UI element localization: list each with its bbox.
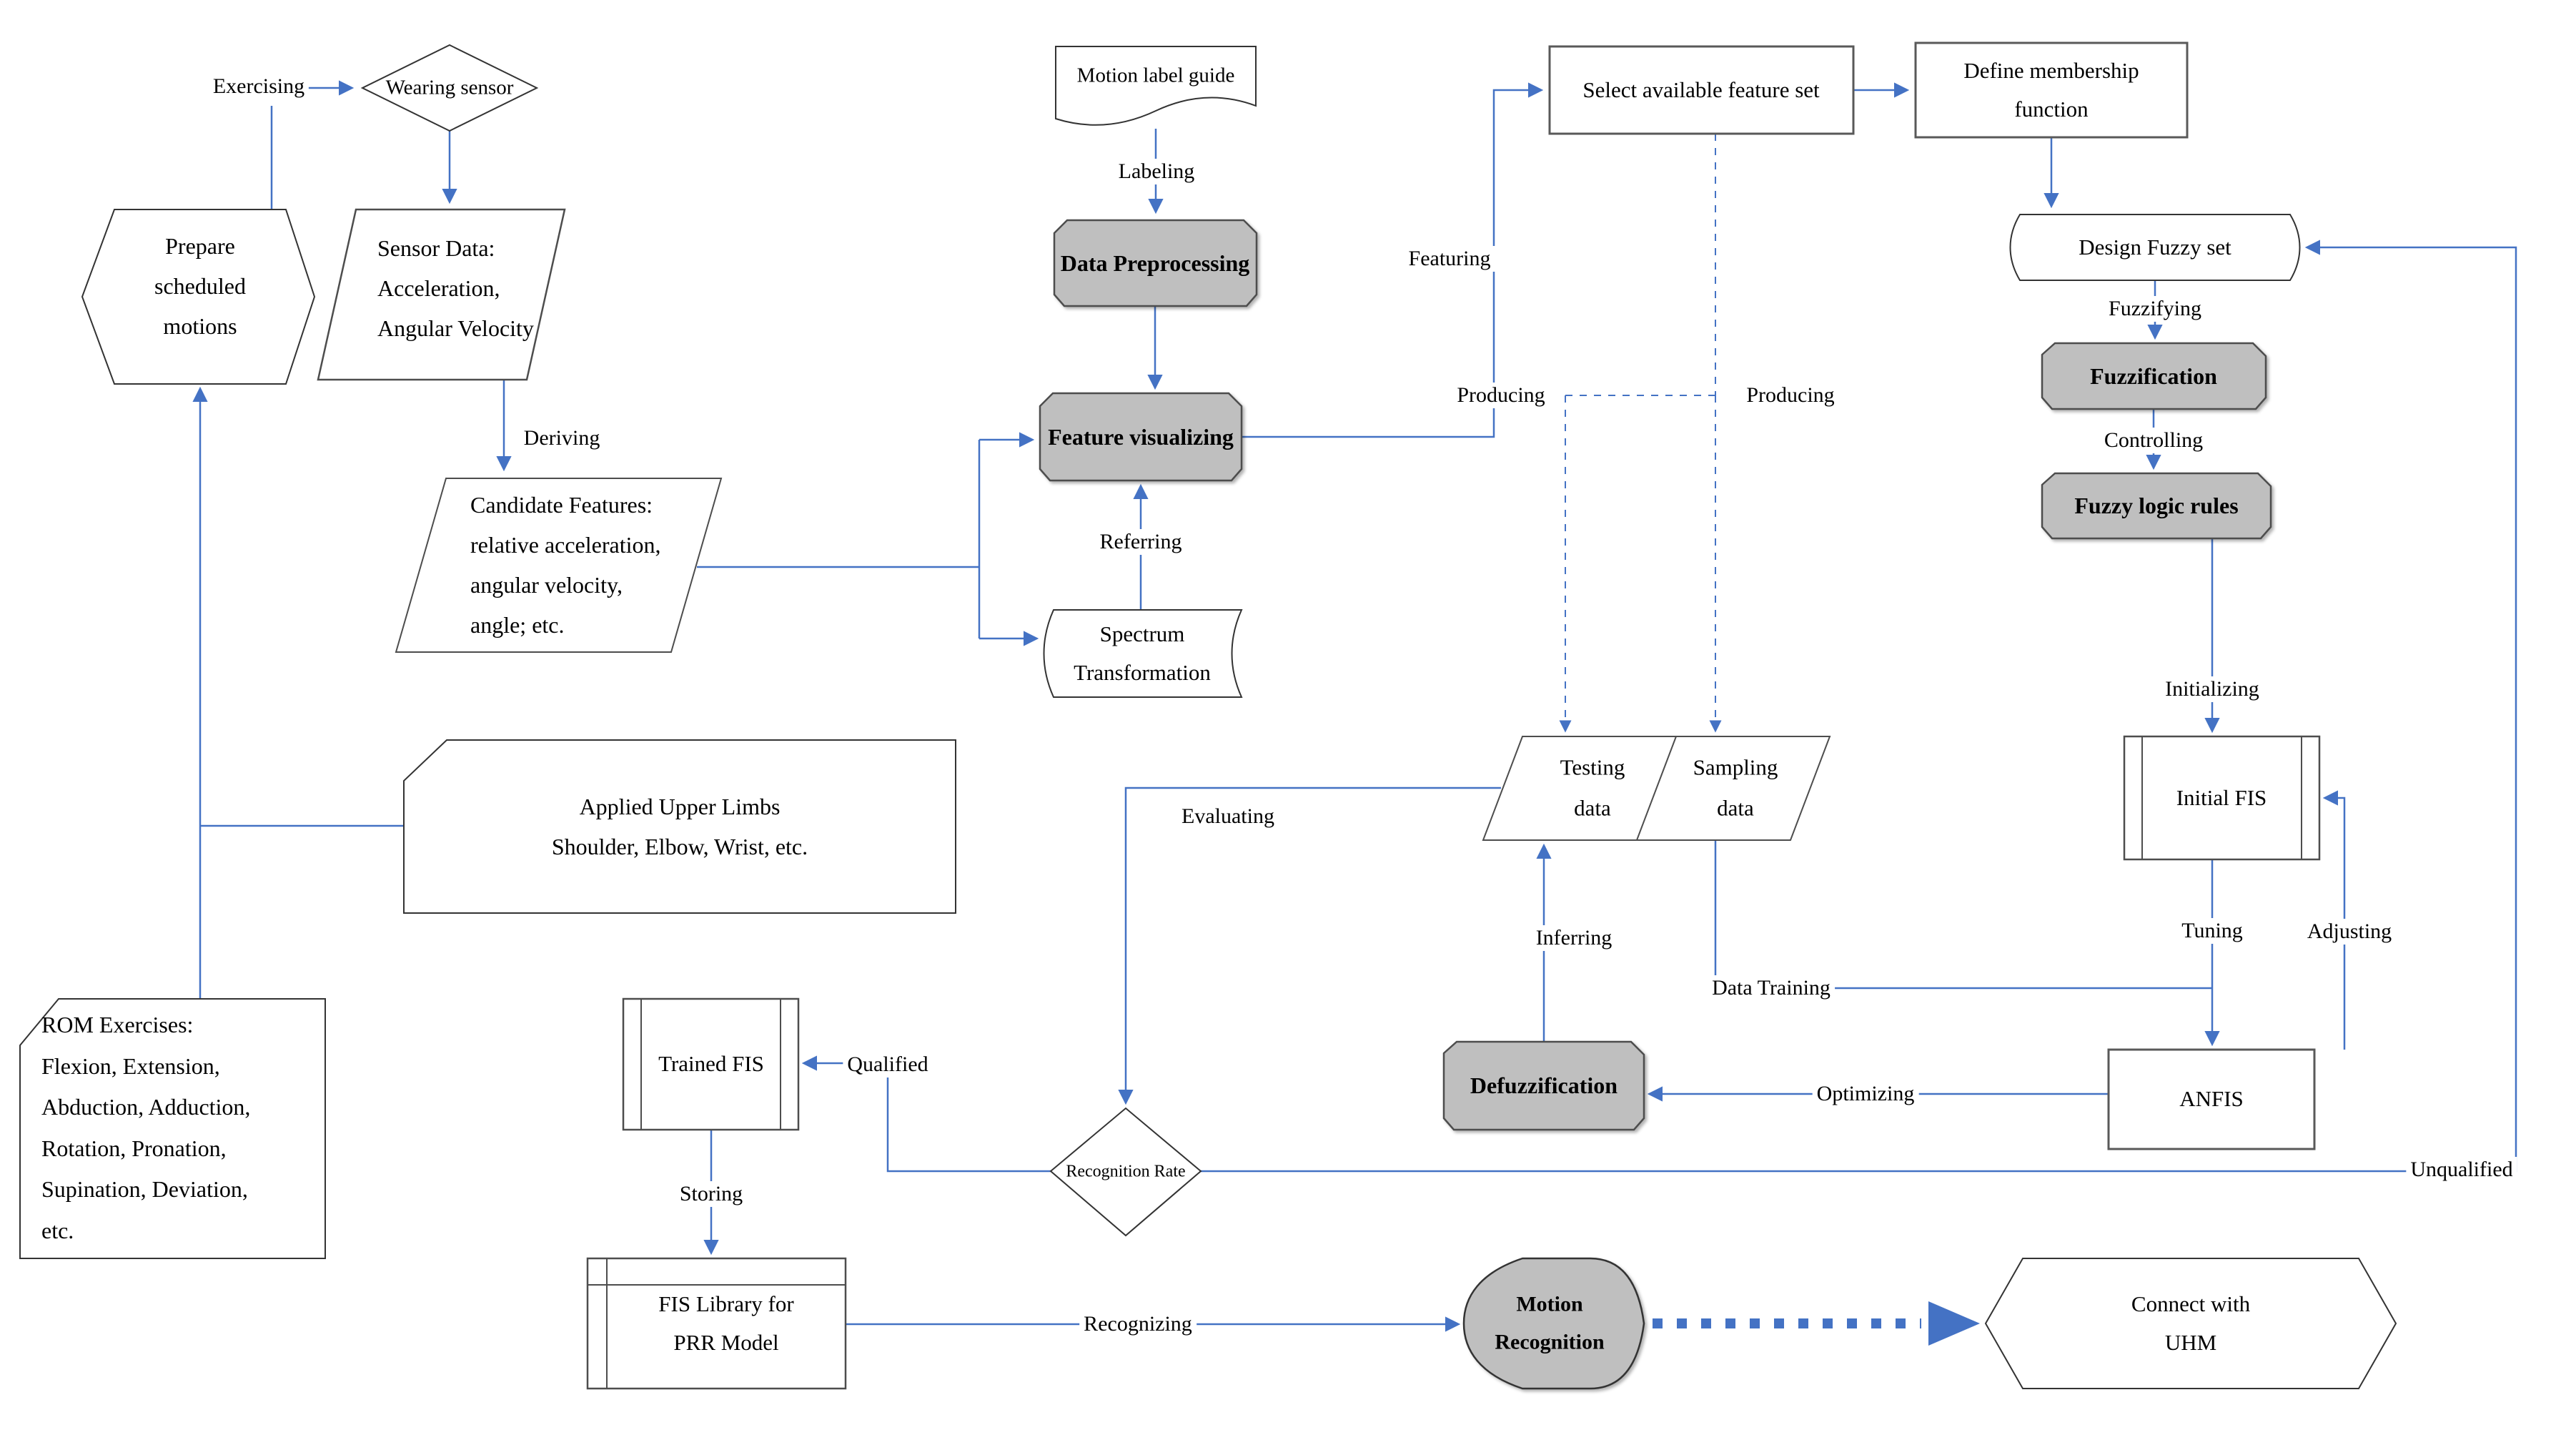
sensor-data-shape bbox=[317, 208, 566, 381]
motion-label-guide-shape bbox=[1055, 46, 1257, 126]
tuning-edge-label: Tuning bbox=[2177, 918, 2247, 944]
fis-library-label: FIS Library for PRR Model bbox=[658, 1291, 794, 1355]
rom-exercises-shape bbox=[19, 998, 326, 1259]
sensor-data-label: Sensor Data: Acceleration, Angular Veloc… bbox=[377, 235, 534, 341]
fuzzifying-edge-label: Fuzzifying bbox=[2104, 296, 2206, 322]
referring-edge-label: Referring bbox=[1095, 529, 1187, 555]
select-feature-set-shape bbox=[1548, 45, 1855, 135]
anfis-label: ANFIS bbox=[2179, 1085, 2244, 1111]
evaluating-edge-label: Evaluating bbox=[1177, 804, 1279, 829]
data-training-edge-label: Data Training bbox=[1708, 975, 1835, 1001]
prepare-motions-label: Prepare scheduled motions bbox=[154, 233, 246, 339]
adjusting-edge-label: Adjusting bbox=[2302, 919, 2397, 945]
bold-dotted-arrow bbox=[1653, 1301, 1980, 1346]
wearing-sensor-label: Wearing sensor bbox=[385, 76, 514, 99]
fuzzy-logic-rules-label: Fuzzy logic rules bbox=[2074, 493, 2239, 518]
design-fuzzy-set-label: Design Fuzzy set bbox=[2079, 234, 2231, 260]
storing-edge-label: Storing bbox=[675, 1181, 748, 1207]
controlling-edge-label: Controlling bbox=[2099, 428, 2208, 453]
motion-recognition-shape bbox=[1462, 1257, 1645, 1390]
anfis-shape bbox=[2107, 1048, 2316, 1150]
wearing-sensor-shape bbox=[360, 44, 539, 132]
feature-visualizing-shape bbox=[1039, 392, 1243, 482]
featuring-edge-label: Featuring bbox=[1404, 246, 1495, 272]
connect-uhm-shape bbox=[1984, 1258, 2397, 1389]
testing-sampling-shape bbox=[1482, 736, 1831, 841]
exercising-edge-label: Exercising bbox=[208, 74, 309, 99]
labeling-edge-label: Labeling bbox=[1114, 159, 1199, 184]
initial-fis-shape bbox=[2123, 735, 2321, 861]
feature-visualizing-label: Feature visualizing bbox=[1048, 424, 1234, 450]
deriving-edge-label: Deriving bbox=[519, 425, 605, 451]
data-preprocessing-label: Data Preprocessing bbox=[1060, 250, 1250, 276]
define-membership-shape bbox=[1914, 41, 2189, 139]
rom-exercises-label: ROM Exercises: Flexion, Extension, Abduc… bbox=[41, 1012, 251, 1244]
candidate-features-label: Candidate Features: relative acceleratio… bbox=[470, 492, 661, 638]
testing-data-label: Testing data bbox=[1560, 754, 1625, 821]
spectrum-transformation-shape bbox=[1043, 609, 1243, 698]
connect-uhm-label: Connect with UHM bbox=[2131, 1291, 2251, 1355]
motion-recognition-label: Motion Recognition bbox=[1495, 1292, 1605, 1354]
trained-fis-shape bbox=[622, 997, 800, 1131]
recognition-rate-label: Recognition Rate bbox=[1066, 1162, 1186, 1181]
recognizing-edge-label: Recognizing bbox=[1079, 1311, 1197, 1337]
fuzzy-logic-rules-shape bbox=[2041, 472, 2272, 540]
defuzzification-label: Defuzzification bbox=[1470, 1072, 1618, 1098]
optimizing-edge-label: Optimizing bbox=[1812, 1081, 1919, 1107]
trained-fis-label: Trained FIS bbox=[658, 1050, 764, 1076]
recognition-rate-shape bbox=[1049, 1107, 1202, 1237]
inferring-edge-label: Inferring bbox=[1531, 925, 1617, 951]
sampling-data-label: Sampling data bbox=[1693, 754, 1778, 821]
producing-left-edge-label: Producing bbox=[1452, 383, 1550, 408]
initial-fis-label: Initial FIS bbox=[2176, 784, 2267, 810]
connector-lines bbox=[192, 80, 2517, 1332]
select-feature-set-label: Select available feature set bbox=[1582, 77, 1820, 102]
data-preprocessing-shape bbox=[1053, 219, 1258, 307]
motion-label-guide-label: Motion label guide bbox=[1076, 64, 1235, 87]
fuzzification-label: Fuzzification bbox=[2090, 363, 2217, 389]
producing-right-edge-label: Producing bbox=[1742, 383, 1839, 408]
applied-limbs-label: Applied Upper Limbs Shoulder, Elbow, Wri… bbox=[551, 794, 808, 859]
defuzzification-shape bbox=[1442, 1040, 1645, 1131]
unqualified-edge-label: Unqualified bbox=[2406, 1157, 2517, 1183]
spectrum-transformation-label: Spectrum Transformation bbox=[1074, 621, 1211, 685]
candidate-features-shape bbox=[395, 478, 723, 653]
producing-dashed-lines bbox=[1559, 134, 1722, 733]
design-fuzzy-set-shape bbox=[2009, 214, 2301, 281]
prepare-motions-shape bbox=[81, 209, 316, 385]
qualified-edge-label: Qualified bbox=[843, 1052, 933, 1078]
applied-limbs-shape bbox=[403, 739, 956, 914]
initializing-edge-label: Initializing bbox=[2161, 676, 2264, 702]
define-membership-label: Define membership function bbox=[1963, 57, 2139, 122]
fis-library-shape bbox=[586, 1257, 847, 1390]
fuzzification-shape bbox=[2041, 342, 2267, 410]
